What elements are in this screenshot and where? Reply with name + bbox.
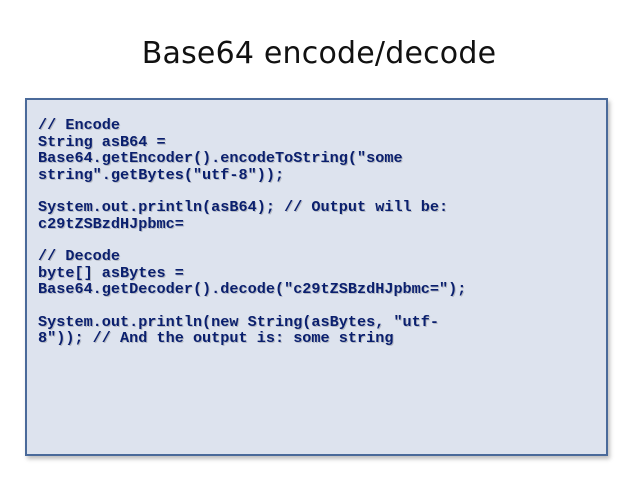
code-block-encode: // Encode String asB64 = Base64.getEncod…: [38, 117, 596, 183]
slide-title: Base64 encode/decode: [141, 36, 497, 71]
code-line: // Decode: [38, 247, 121, 265]
code-line: Base64.getEncoder().encodeToString("some: [38, 149, 403, 167]
code-line: c29tZSBzdHJpbmc=: [38, 214, 184, 233]
code-box: // Encode String asB64 = Base64.getEncod…: [25, 98, 608, 456]
code-line: byte[] asBytes =: [38, 263, 184, 282]
code-line: string".getBytes("utf-8"));: [38, 165, 285, 184]
code-block-print-encoded: System.out.println(asB64); // Output wil…: [38, 199, 596, 232]
code-line: 8")); // And the output is: some string: [38, 329, 394, 347]
code-block-decode: // Decode byte[] asBytes = Base64.getDec…: [38, 248, 596, 298]
code-line: Base64.getDecoder().decode("c29tZSBzdHJp…: [38, 280, 467, 298]
code-line: System.out.println(new String(asBytes, "…: [38, 312, 440, 331]
code-line: System.out.println(asB64); // Output wil…: [38, 198, 449, 216]
code-line: // Encode: [38, 116, 121, 134]
code-line: String asB64 =: [38, 132, 166, 151]
code-block-print-decoded: System.out.println(new String(asBytes, "…: [38, 312, 596, 347]
